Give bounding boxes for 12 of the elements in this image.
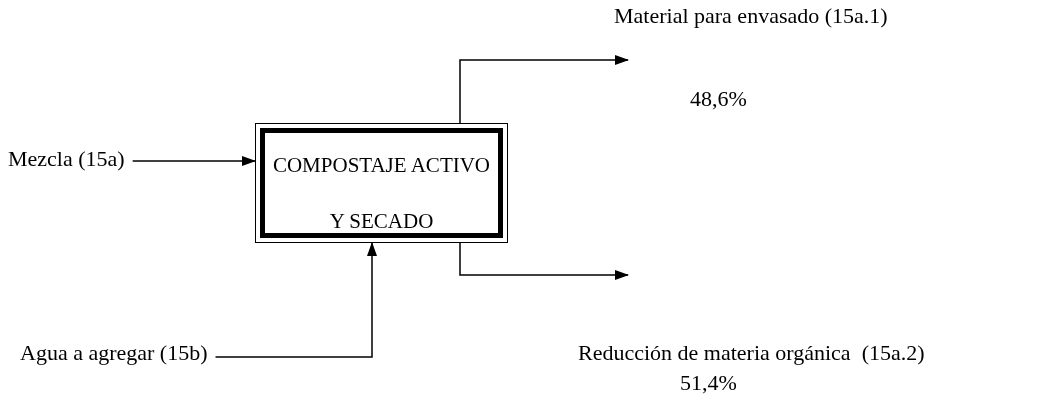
percentage-label: 48,6% [690,86,747,112]
arrow [214,242,377,358]
flow-label: Mezcla (15a) [8,146,125,171]
flow-label: Agua a agregar (15b) [20,340,208,365]
flow-label: Material para envasado (15a.1) [614,3,888,28]
percentage-label: 51,4% [680,370,737,396]
process-label: COMPOSTAJE ACTIVO Y SECADO [271,152,492,235]
arrow [131,156,256,166]
process-box [255,123,508,243]
flow-label: Reducción de materia orgánica (15a.2) [578,340,925,365]
arrow [459,242,629,280]
arrow [459,55,629,124]
